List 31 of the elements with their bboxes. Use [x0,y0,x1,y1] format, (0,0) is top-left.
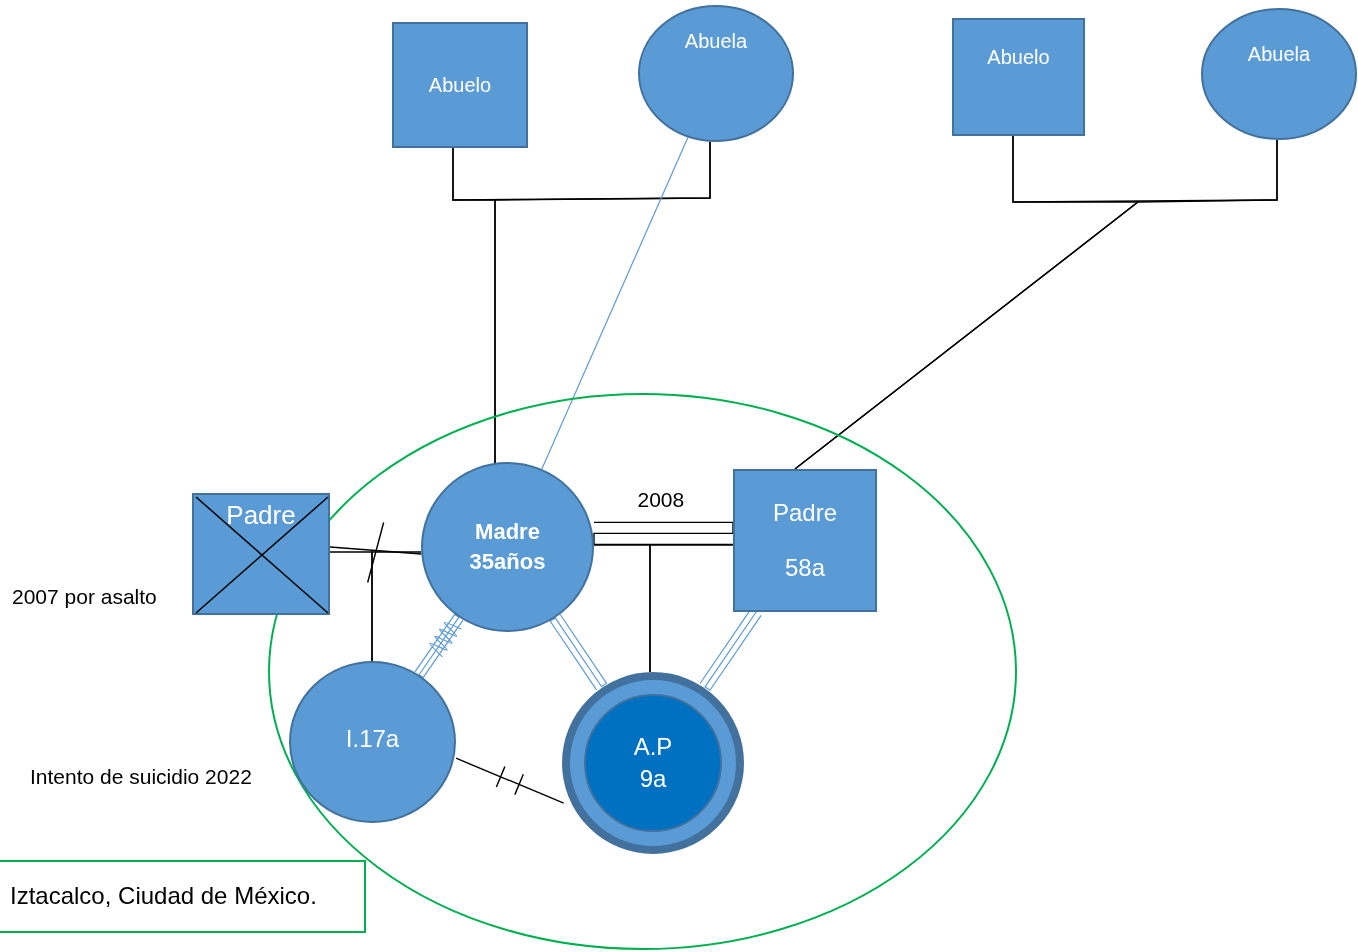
cutoff-line [455,757,565,804]
node-label: Abuela [1247,41,1311,67]
child-line [371,551,422,662]
node-label: I.17a [345,723,400,754]
node-label: Iztacalco, Ciudad de México. [10,881,317,912]
node-label: A.P 9a [632,731,674,794]
marriage-line [593,521,734,546]
relationship-line [541,136,689,470]
conflict-line [414,613,464,679]
divorce-line [329,521,422,584]
node-label: Abuelo [428,72,492,98]
child-line [794,139,1278,470]
male-square [733,469,877,612]
node-label: Padre [226,499,296,533]
female-circle [421,462,594,632]
male-square [392,22,528,148]
location-box [0,860,366,933]
note-text: Intento de suicidio 2022 [30,765,252,789]
close-relationship-line [549,613,608,691]
female-circle [638,5,794,142]
child-line [649,544,734,673]
child-line [494,141,711,464]
node-label: Madre 35años [468,518,547,576]
node-label: 58a [784,552,825,583]
node-label: Abuelo [987,44,1050,70]
node-label: Padre [772,498,837,529]
deceased-male-square [192,493,330,615]
female-circle [1201,8,1357,140]
note-text: 2007 por asalto [12,585,157,609]
node-label: Abuela [684,29,748,54]
male-square [952,18,1085,136]
